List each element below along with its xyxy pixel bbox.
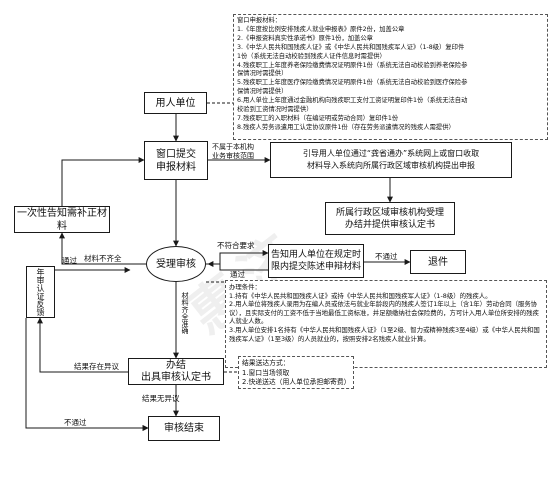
label-materials-incomplete: 材料不齐全	[84, 254, 122, 263]
materials-line: 7.残疾职工的入职材料（在编证明或劳动合同）复印件1份	[237, 114, 399, 122]
conditions-line: 办理条件：	[229, 283, 261, 291]
arrow-annual-to-end-visible	[25, 318, 149, 431]
delivery-line: 1.窗口当场领取	[242, 368, 290, 377]
label-not-meet: 不符合要求	[217, 241, 255, 250]
annual-feedback-node: 年审认证反馈	[26, 266, 55, 318]
delivery-line: 2.快递送达（用人单位承担邮寄费）	[242, 378, 351, 386]
materials-line: 4.残疾职工上年度养老保险缴费情况证明原件1份（系统无法自动校验到养老保险参	[237, 61, 468, 69]
review-label: 受理审核	[156, 258, 196, 270]
delivery-line: 结果送达方式：	[242, 359, 290, 367]
online-guide-node: 引导用人单位通过“龚省通办”系统网上或窗口收取 材料导入系统向所属行政区域审核机…	[270, 142, 512, 178]
complete-node: 办结 出具审核认定书	[128, 358, 224, 385]
annual-feedback-label: 年审认证反馈	[36, 268, 45, 316]
arrow-supplement-to-submit	[61, 157, 145, 206]
delivery-box: 结果送达方式： 1.窗口当场领取 2.快递送达（用人单位承担邮寄费）	[238, 356, 354, 389]
end-label: 审核结束	[164, 423, 204, 434]
materials-line: 5.残疾职工上年度医疗保险缴费情况证明原件1份（系统无法自动校验到医疗保险参	[237, 79, 468, 87]
review-node: 受理审核	[146, 246, 206, 282]
label-pass-top: 通过	[230, 270, 245, 279]
return-node: 退件	[410, 250, 466, 274]
notify-line: 告知用人单位在规定时	[270, 250, 361, 260]
district-review-node: 所属行政区域审核机构受理 办结并提供审核认定书	[325, 202, 455, 235]
district-line: 办结并提供审核认定书	[344, 219, 435, 230]
guide-line: 引导用人单位通过“龚省通办”系统网上或窗口收取	[302, 149, 480, 158]
window-submit-line: 窗口提交	[156, 148, 196, 160]
return-label: 退件	[428, 256, 448, 268]
notify-defense-node: 告知用人单位在规定时 限内提交陈述申辩材料	[268, 244, 364, 278]
notify-line: 限内提交陈述申辩材料	[270, 262, 361, 272]
window-submit-line: 申报材料	[156, 161, 196, 173]
materials-line: 保情况时需提供）	[237, 88, 288, 96]
arrow-review-to-notify	[206, 250, 269, 265]
district-line: 所属行政区域审核机构受理	[335, 207, 444, 218]
label-line: 不属于本机构	[212, 143, 254, 151]
label-text: 材料齐全准确	[181, 292, 189, 334]
materials-line: 2.《申报资料真实性承诺书》原件1份，加盖公章	[237, 34, 373, 42]
conditions-line: 3.用人单位安排1名持有《中华人民共和国残疾人证》（1至2级、智力或精神残疾3至…	[229, 325, 540, 343]
conditions-line: 1.持有《中华人民共和国残疾人证》或持《中华人民共和国残疾军人证》（1-8级）的…	[229, 291, 492, 300]
arrow-notify-to-review	[207, 261, 268, 271]
arrow-review-to-supplement	[59, 232, 146, 265]
label-no-objection: 结果无异议	[142, 394, 180, 403]
label-not-pass-bottom: 不通过	[64, 418, 87, 427]
label-materials-complete: 材料齐全准确	[180, 292, 189, 334]
label-line: 业务审核范围	[212, 152, 254, 160]
complete-line: 办结	[166, 359, 186, 371]
materials-line: 6.用人单位上年度通过金融机构向残疾职工支付工资证明复印件1份（系统无法自动	[237, 97, 468, 105]
supplement-node: 一次性告知需补正材料	[14, 206, 110, 233]
complete-line: 出具审核认定书	[141, 371, 211, 383]
employer-label: 用人单位	[155, 97, 196, 109]
materials-line: 8.残疾人劳务派遣用工认定协议原件1份（存在劳务派遣情况的残疾人需提供）	[237, 123, 455, 131]
materials-line: 保情况时需提供）	[237, 70, 288, 78]
guide-line: 材料导入系统向所属行政区域审核机构提出申报	[307, 161, 475, 170]
materials-line: 3.《中华人民共和国残疾人证》或《中华人民共和国残疾军人证》（1-8级）复印件	[237, 43, 465, 51]
label-result-objection: 结果存在异议	[74, 362, 119, 371]
window-submit-node: 窗口提交 申报材料	[144, 141, 208, 180]
materials-line: 校验到工资情况时需提供）	[237, 106, 313, 114]
label-pass-left: 通过	[62, 256, 77, 265]
materials-line: 1.《年度按比例安排残疾人就业申报表》原件2份，加盖公章	[237, 25, 405, 33]
employer-node: 用人单位	[144, 92, 207, 114]
supplement-label: 一次性告知需补正材料	[17, 207, 107, 232]
label-not-in-scope: 不属于本机构 业务审核范围	[212, 143, 254, 161]
conditions-line: 2.用人单位将残疾人录用为在编人员或依法与就业年龄段内的残疾人签订1年以上（含1…	[229, 300, 539, 326]
arrow-complete-to-annual	[37, 317, 128, 373]
materials-line: 1份（系统无法自动校验到残疾人证件信息时需提供）	[237, 52, 386, 60]
conditions-box: 办理条件： 1.持有《中华人民共和国残疾人证》或持《中华人民共和国残疾军人证》（…	[225, 280, 547, 368]
materials-line: 窗口申报材料：	[237, 17, 282, 24]
label-not-pass-right: 不通过	[375, 252, 398, 261]
materials-box: 窗口申报材料： 1.《年度按比例安排残疾人就业申报表》原件2份，加盖公章 2.《…	[233, 14, 548, 140]
end-node: 审核结束	[148, 416, 220, 441]
